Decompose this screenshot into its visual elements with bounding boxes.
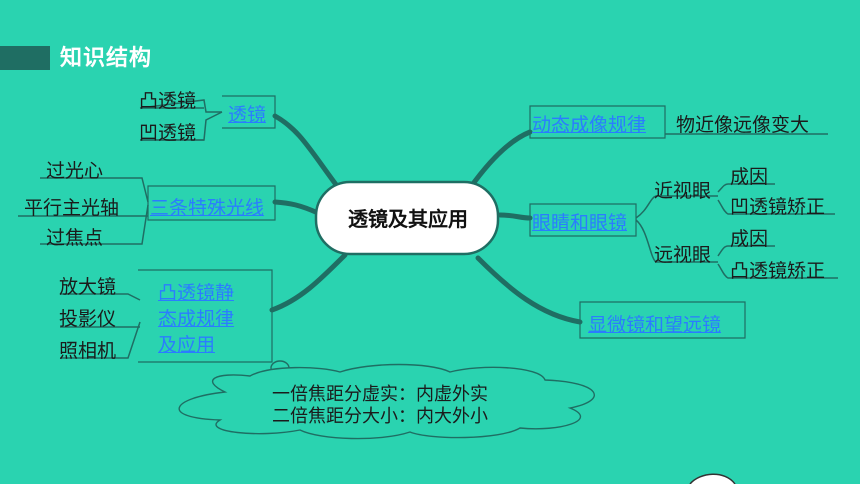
page-title: 知识结构 — [60, 46, 153, 71]
app-magnifier: 放大镜 — [59, 276, 117, 298]
center-node — [314, 180, 500, 256]
cloud-line-2: 二倍焦距分大小：内大外小 — [272, 406, 488, 427]
dynamic-law-link[interactable]: 动态成像规律 — [532, 114, 647, 136]
hyperopia-label: 远视眼 — [654, 244, 712, 266]
ray-parallel-axis: 平行主光轴 — [24, 197, 120, 219]
myopia-cause: 成因 — [730, 166, 769, 188]
branch-rays — [272, 199, 321, 216]
branch-eye — [497, 212, 533, 221]
corner-decoration — [689, 473, 736, 484]
lens-child-concave: 凹透镜 — [139, 122, 197, 144]
scopes-link[interactable]: 显微镜和望远镜 — [588, 314, 722, 336]
eye-link[interactable]: 眼睛和眼镜 — [532, 212, 628, 234]
ray-optical-center: 过光心 — [46, 160, 104, 182]
header-accent-bar — [0, 46, 50, 70]
branch-lens — [272, 113, 343, 193]
rays-link[interactable]: 三条特殊光线 — [150, 197, 265, 219]
hyperopia-correction: 凸透镜矫正 — [730, 260, 826, 282]
convex-law-link-line2[interactable]: 态成规律 — [158, 308, 235, 330]
app-camera: 照相机 — [59, 340, 117, 362]
center-node-label: 透镜及其应用 — [348, 207, 468, 231]
app-projector: 投影仪 — [59, 308, 117, 330]
convex-law-link-line1[interactable]: 凸透镜静 — [158, 282, 235, 304]
lens-child-convex: 凸透镜 — [139, 90, 197, 112]
ray-focal-point: 过焦点 — [46, 227, 104, 249]
convex-law-link-line3[interactable]: 及应用 — [158, 334, 216, 356]
myopia-correction: 凹透镜矫正 — [730, 196, 826, 218]
dynamic-law-child: 物近像远像变大 — [676, 114, 810, 136]
cloud-line-1: 一倍焦距分虚实：内虚外实 — [272, 384, 488, 405]
hyperopia-cause: 成因 — [730, 228, 769, 250]
lens-link[interactable]: 透镜 — [228, 104, 267, 126]
cloud-shape — [178, 360, 595, 440]
branch-scopes — [475, 255, 583, 325]
myopia-label: 近视眼 — [654, 180, 712, 202]
branch-dynamic — [467, 129, 533, 191]
branch-convex — [269, 252, 348, 313]
